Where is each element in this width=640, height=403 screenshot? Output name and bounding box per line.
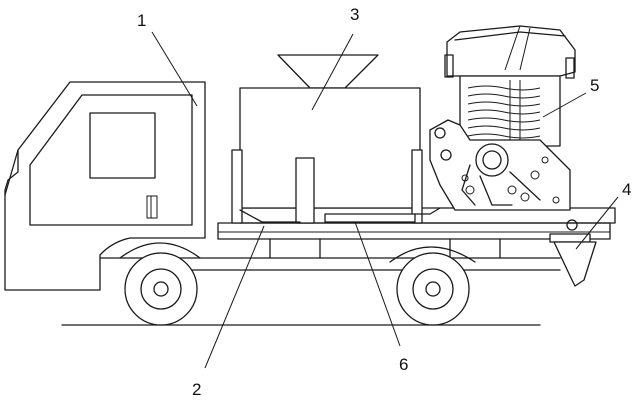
label-4: 4: [622, 180, 631, 199]
leader-4: [575, 196, 619, 250]
output-chute: [549, 219, 597, 287]
support-posts: [231, 149, 423, 224]
crusher-grate: [467, 80, 541, 145]
label-3: 3: [350, 5, 359, 24]
leader-1: [151, 31, 198, 107]
label-6: 6: [399, 355, 408, 374]
label-1: 1: [137, 11, 146, 30]
discharge-chute: [239, 209, 301, 223]
label-5: 5: [590, 76, 599, 95]
leader-6: [354, 221, 401, 347]
leader-3: [311, 33, 354, 111]
wheel-arch-front: [119, 242, 201, 259]
rear-wheel: [396, 252, 470, 326]
truck-cab: [4, 81, 206, 291]
crusher: [429, 25, 576, 211]
leader-lines: [151, 31, 619, 369]
wheel-arch-rear: [389, 246, 476, 263]
label-2: 2: [192, 380, 201, 399]
feed-hopper: [239, 54, 421, 209]
hopper-funnel: [277, 54, 379, 89]
conveyor-belt: [324, 213, 416, 223]
leader-5: [542, 92, 587, 118]
leader-2: [204, 225, 265, 369]
front-wheel: [124, 252, 198, 326]
door-handle: [146, 195, 158, 219]
cab-window: [89, 112, 156, 179]
crusher-rotor: [461, 143, 560, 206]
hopper-bin: [239, 87, 421, 209]
